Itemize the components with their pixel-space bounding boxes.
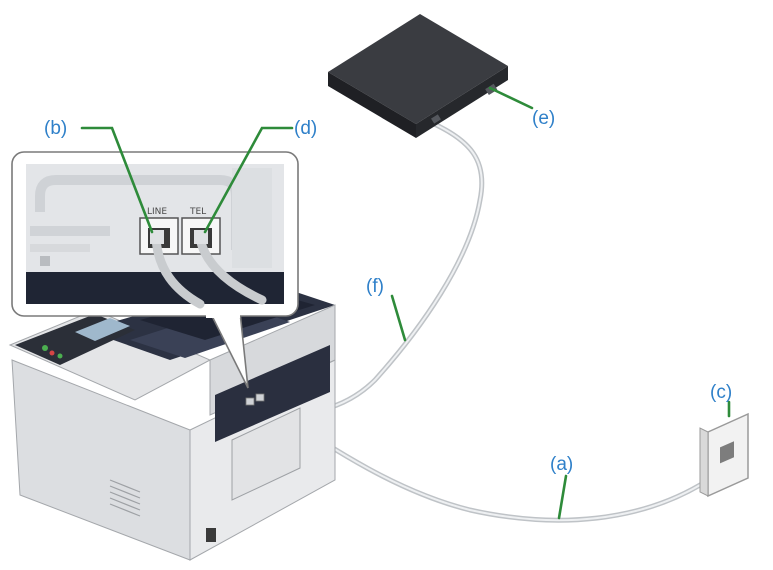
tel-port-label: TEL <box>189 207 206 217</box>
label-a: (a) <box>550 454 573 475</box>
label-c: (c) <box>710 382 732 403</box>
power-switch <box>206 528 216 542</box>
panel-button <box>42 345 48 351</box>
line-port-label: LINE <box>147 207 167 217</box>
leader-line-b <box>80 126 154 234</box>
leader-line-a <box>557 474 568 520</box>
leader-line-e <box>488 86 534 110</box>
rear-cover <box>231 407 301 501</box>
label-e: (e) <box>532 108 555 129</box>
wall-jack <box>699 412 749 498</box>
side-vent <box>109 479 141 517</box>
label-d: (d) <box>294 118 317 139</box>
leader-line-d <box>203 126 294 234</box>
printer-tel-port <box>255 393 265 402</box>
printer <box>8 280 336 561</box>
label-b: (b) <box>44 118 67 139</box>
label-f: (f) <box>366 276 384 297</box>
wall-jack-socket <box>720 441 734 464</box>
leader-line-f <box>390 294 407 342</box>
display-screen <box>75 318 130 341</box>
printer-line-port <box>245 397 255 406</box>
external-device <box>328 14 508 138</box>
